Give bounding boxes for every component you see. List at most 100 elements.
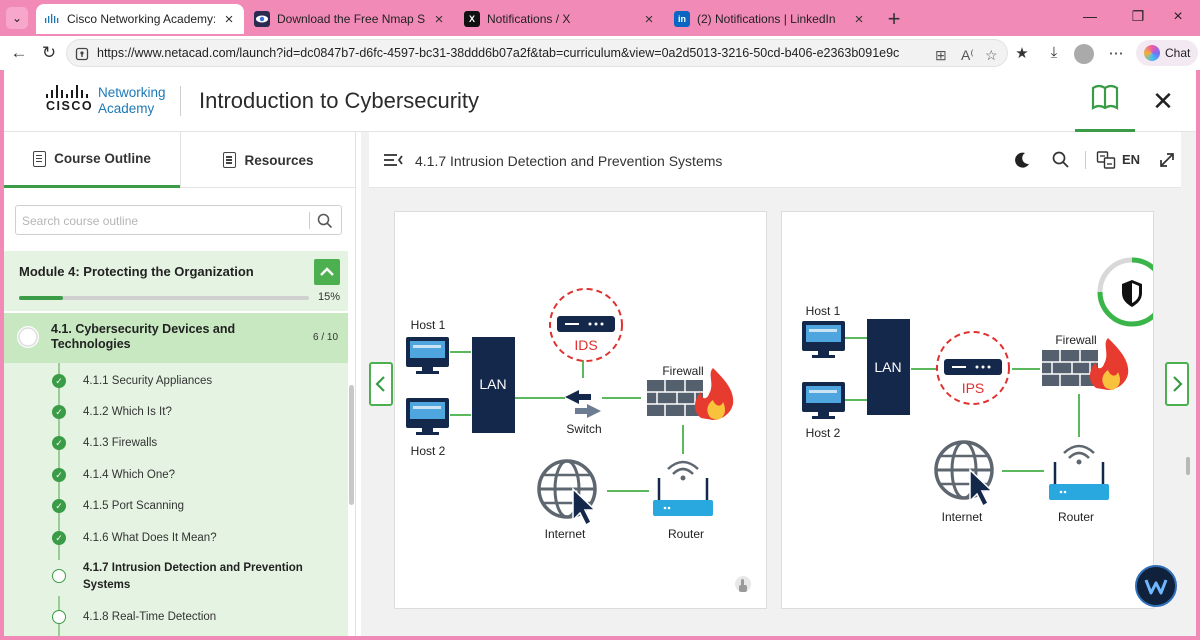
section-progress-ring-icon bbox=[17, 326, 39, 348]
tab-title: (2) Notifications | LinkedIn bbox=[697, 12, 836, 26]
ids-diagram-card: Host 1 Host 2 LAN IDS Switch bbox=[394, 211, 767, 609]
course-title: Introduction to Cybersecurity bbox=[199, 88, 480, 113]
ips-network-diagram: Host 1 Host 2 LAN IPS Firewa bbox=[802, 257, 1167, 524]
host2-label: Host 2 bbox=[411, 444, 446, 458]
favorite-star-icon[interactable]: ☆ bbox=[985, 47, 998, 63]
lan-block bbox=[472, 337, 515, 433]
header-divider bbox=[180, 86, 181, 116]
content-area: 4.1.7 Intrusion Detection and Prevention… bbox=[361, 132, 1196, 636]
toggle-outline-icon[interactable] bbox=[383, 152, 403, 168]
internet-label: Internet bbox=[545, 527, 586, 541]
chevron-right-icon bbox=[1173, 376, 1183, 392]
section-header[interactable]: 4.1. Cybersecurity Devices and Technolog… bbox=[4, 313, 348, 363]
outline-search-input[interactable]: Search course outline bbox=[15, 205, 342, 235]
tab-title: Cisco Networking Academy: Introd bbox=[67, 12, 215, 26]
site-header: CISCO Networking Academy Introduction to… bbox=[4, 70, 1196, 132]
chat-label: Chat bbox=[1165, 46, 1191, 60]
cisco-networking-academy-logo[interactable]: CISCO Networking Academy bbox=[42, 82, 182, 122]
search-placeholder: Search course outline bbox=[22, 214, 139, 228]
host1-label: Host 1 bbox=[411, 318, 446, 332]
url-text[interactable]: https://www.netacad.com/launch?id=dc0847… bbox=[97, 46, 900, 60]
browser-tab-nmap[interactable]: Download the Free Nmap Security × bbox=[246, 4, 454, 34]
extension-floating-badge[interactable] bbox=[1135, 565, 1177, 607]
router-wifi-icon bbox=[1049, 444, 1109, 500]
tab-label: Course Outline bbox=[54, 151, 151, 166]
close-tab-icon[interactable]: × bbox=[224, 10, 234, 28]
page: CISCO Networking Academy Introduction to… bbox=[4, 70, 1196, 636]
close-course-icon[interactable]: ✕ bbox=[1152, 86, 1174, 116]
tab-course-outline[interactable]: Course Outline bbox=[4, 132, 180, 188]
security-shield-icon[interactable] bbox=[1097, 257, 1167, 327]
language-selector[interactable]: EN bbox=[1122, 152, 1141, 167]
downloads-icon[interactable]: ⤓ bbox=[1050, 44, 1058, 61]
next-slide-button[interactable] bbox=[1165, 362, 1189, 406]
app-available-icon[interactable]: ⊞ bbox=[935, 47, 947, 63]
module-progress-bar bbox=[19, 296, 309, 300]
module-progress-label: 15% bbox=[318, 291, 341, 303]
host1-label: Host 1 bbox=[806, 304, 841, 318]
fullscreen-expand-icon[interactable] bbox=[1157, 150, 1177, 170]
profile-avatar[interactable] bbox=[1074, 44, 1094, 64]
tab-resources[interactable]: Resources bbox=[180, 132, 355, 188]
resources-doc-icon bbox=[223, 152, 237, 168]
cisco-favicon-icon bbox=[44, 11, 60, 27]
tab-label: Resources bbox=[244, 152, 314, 168]
chevron-up-icon bbox=[320, 267, 334, 276]
close-tab-icon[interactable]: × bbox=[854, 10, 864, 28]
collapse-module-button[interactable] bbox=[314, 259, 340, 285]
toolbar-divider bbox=[1085, 151, 1086, 169]
more-menu-icon[interactable]: ⋯ bbox=[1108, 45, 1124, 62]
host2-icon bbox=[802, 382, 845, 419]
new-tab-icon[interactable]: + bbox=[887, 6, 901, 31]
linkedin-favicon-icon: in bbox=[674, 11, 690, 27]
module-header[interactable]: Module 4: Protecting the Organization 15… bbox=[4, 251, 348, 311]
course-book-button[interactable] bbox=[1075, 70, 1135, 132]
favorites-icon[interactable]: ★ bbox=[1015, 45, 1029, 62]
search-divider bbox=[309, 212, 310, 229]
previous-slide-button[interactable] bbox=[369, 362, 393, 406]
internet-label: Internet bbox=[942, 510, 983, 524]
content-scrollbar-thumb[interactable] bbox=[1186, 457, 1190, 475]
site-info-icon[interactable] bbox=[75, 47, 89, 61]
browser-tab-x[interactable]: X Notifications / X × bbox=[456, 4, 664, 34]
copilot-icon bbox=[1144, 45, 1160, 61]
back-icon[interactable]: ← bbox=[10, 43, 28, 62]
minimize-icon[interactable]: — bbox=[1083, 8, 1097, 24]
browser-tab-bar: ⌄ Cisco Networking Academy: Introd × Dow… bbox=[0, 0, 1200, 36]
content-toolbar: 4.1.7 Intrusion Detection and Prevention… bbox=[369, 132, 1181, 188]
router-label: Router bbox=[1058, 510, 1094, 524]
lan-label: LAN bbox=[874, 359, 901, 375]
module-title: Module 4: Protecting the Organization bbox=[19, 264, 254, 279]
open-book-icon bbox=[1091, 84, 1119, 111]
module-progress-fill bbox=[19, 296, 63, 300]
router-label: Router bbox=[668, 527, 704, 541]
translate-icon[interactable] bbox=[1096, 150, 1116, 170]
search-icon[interactable] bbox=[316, 212, 334, 230]
copilot-chat-button[interactable]: Chat bbox=[1136, 40, 1199, 66]
refresh-icon[interactable]: ↻ bbox=[41, 43, 57, 62]
host2-icon bbox=[406, 398, 449, 435]
tab-title: Notifications / X bbox=[487, 12, 571, 26]
internet-globe-icon bbox=[934, 440, 994, 508]
touch-hint-icon bbox=[735, 576, 751, 592]
address-bar[interactable]: https://www.netacad.com/launch?id=dc0847… bbox=[66, 39, 1008, 67]
course-sidebar: Course Outline Resources Search course o… bbox=[4, 132, 356, 636]
read-aloud-icon[interactable]: A⁽ bbox=[961, 47, 974, 63]
chevron-left-icon bbox=[375, 376, 385, 392]
window-close-icon[interactable]: × bbox=[1173, 8, 1183, 25]
close-tab-icon[interactable]: × bbox=[434, 10, 444, 28]
search-icon[interactable] bbox=[1051, 150, 1071, 170]
close-tab-icon[interactable]: × bbox=[644, 10, 654, 28]
extension-w-icon bbox=[1144, 579, 1168, 595]
lan-block bbox=[867, 319, 910, 415]
firewall-icon bbox=[1042, 338, 1129, 390]
page-title: 4.1.7 Intrusion Detection and Prevention… bbox=[415, 153, 723, 169]
tab-actions-menu-icon[interactable]: ⌄ bbox=[6, 7, 28, 29]
logo-text-academy: Academy bbox=[98, 101, 155, 116]
browser-tab-linkedin[interactable]: in (2) Notifications | LinkedIn × bbox=[666, 4, 874, 34]
cisco-bars-icon bbox=[46, 84, 90, 98]
dark-mode-moon-icon[interactable] bbox=[1012, 150, 1032, 170]
restore-icon[interactable]: ❐ bbox=[1131, 8, 1145, 24]
host1-icon bbox=[802, 321, 845, 358]
browser-tab-netacad[interactable]: Cisco Networking Academy: Introd × bbox=[36, 4, 244, 34]
